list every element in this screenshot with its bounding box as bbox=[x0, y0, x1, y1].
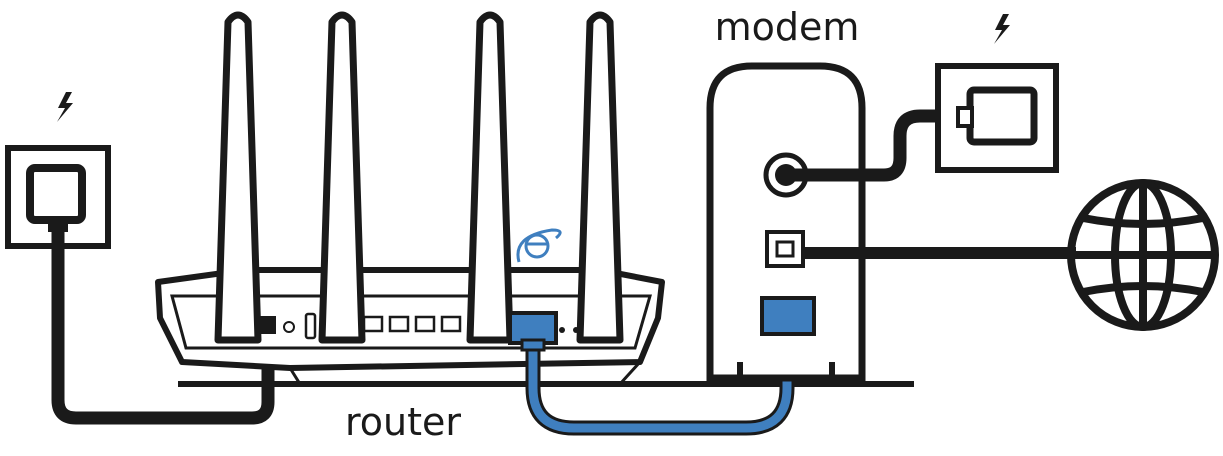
modem bbox=[706, 62, 866, 384]
internet-e-icon bbox=[516, 228, 562, 263]
antenna-icon bbox=[466, 11, 514, 344]
right-power-outlet bbox=[935, 63, 1059, 173]
lightning-icon bbox=[57, 92, 73, 122]
antenna-icon bbox=[318, 11, 366, 344]
phone-port-icon bbox=[765, 230, 805, 268]
router bbox=[155, 11, 665, 386]
router-button-icon bbox=[283, 321, 295, 333]
router-power-cable bbox=[51, 232, 275, 425]
antenna-icon bbox=[576, 11, 624, 344]
lan-ports bbox=[362, 315, 462, 333]
left-power-outlet bbox=[5, 145, 111, 249]
globe-icon bbox=[1067, 179, 1219, 331]
lightning-icon bbox=[994, 14, 1010, 44]
router-usb-port bbox=[304, 312, 317, 340]
ethernet-plug-modem bbox=[760, 296, 816, 336]
modem-power-cable bbox=[794, 109, 968, 182]
modem-label: modem bbox=[715, 5, 860, 49]
antenna-icon bbox=[214, 11, 262, 344]
router-indicator-icon bbox=[559, 327, 565, 333]
router-label: router bbox=[345, 400, 461, 444]
